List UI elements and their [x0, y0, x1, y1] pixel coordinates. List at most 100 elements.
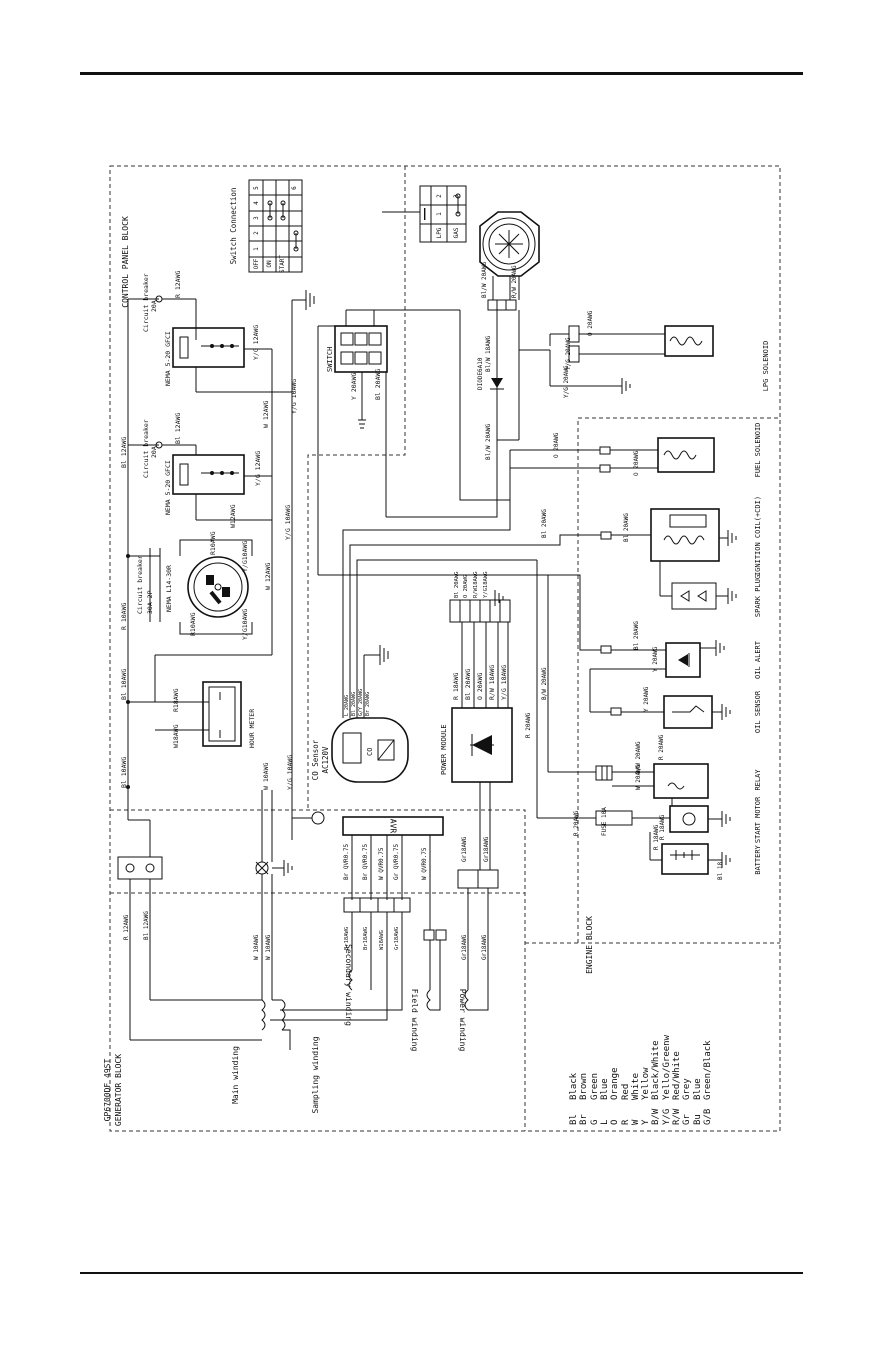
- svg-text:R 20AWG: R 20AWG: [573, 810, 580, 836]
- svg-text:Bl/W 20AWG: Bl/W 20AWG: [481, 261, 488, 298]
- svg-text:Y/G 10AWG: Y/G 10AWG: [286, 755, 294, 790]
- svg-text:Bl/W 20AWG: Bl/W 20AWG: [485, 423, 492, 460]
- svg-text:R 18AWG: R 18AWG: [659, 814, 666, 840]
- svg-text:R/W 18AWG: R/W 18AWG: [488, 665, 496, 700]
- svg-text:Bl: Bl: [569, 1114, 579, 1125]
- svg-text:Y/G10AWG: Y/G10AWG: [241, 609, 249, 640]
- svg-text:▬▬▬▬: ▬▬▬▬: [422, 208, 428, 220]
- generator-model-label: GP6700DF 49ST: [103, 1059, 112, 1122]
- svg-text:O 20AWG: O 20AWG: [633, 450, 640, 476]
- svg-text:O 20AWG: O 20AWG: [587, 310, 594, 336]
- svg-text:R 20AWG: R 20AWG: [525, 712, 532, 738]
- svg-text:Br QVR0.75: Br QVR0.75: [362, 843, 369, 880]
- svg-text:Black/White: Black/White: [651, 1040, 661, 1100]
- svg-text:Y 20AWG: Y 20AWG: [643, 686, 650, 712]
- gfci-outlet-1[interactable]: [172, 327, 245, 368]
- svg-text:Gr18AWG: Gr18AWG: [483, 836, 490, 862]
- svg-text:Black: Black: [569, 1072, 579, 1100]
- svg-text:R 20AWG: R 20AWG: [658, 734, 665, 760]
- svg-text:R/W: R/W: [672, 1108, 682, 1125]
- co-sensor: [331, 717, 409, 783]
- svg-text:Y 20AWG: Y 20AWG: [350, 373, 358, 400]
- color-legend: Bl Black Br Brown G Green L Blue O Orang…: [569, 1034, 713, 1125]
- svg-text:Y/G 12AWG: Y/G 12AWG: [252, 325, 260, 360]
- svg-text:Y/G 12AWG: Y/G 12AWG: [254, 451, 262, 486]
- svg-text:1: 1: [253, 247, 260, 251]
- lpg-solenoid: [664, 325, 714, 357]
- svg-text:NEMA L14-30R: NEMA L14-30R: [165, 565, 173, 612]
- svg-text:Bl 10AWG: Bl 10AWG: [120, 757, 128, 788]
- svg-text:6: 6: [291, 186, 298, 190]
- svg-text:Y/G: Y/G: [662, 1109, 672, 1125]
- svg-text:R 12AWG: R 12AWG: [123, 914, 130, 940]
- svg-text:SPARK PLUG: SPARK PLUG: [754, 575, 762, 617]
- svg-text:W18AWG: W18AWG: [379, 930, 385, 950]
- svg-text:O 20AWG: O 20AWG: [476, 673, 484, 700]
- footer-rule: [80, 1272, 803, 1274]
- svg-text:30A 2P: 30A 2P: [146, 590, 154, 614]
- svg-text:Bl 20AWG: Bl 20AWG: [541, 509, 548, 538]
- svg-text:W 10AWG: W 10AWG: [262, 763, 270, 790]
- secondary-winding-coil: [348, 912, 353, 991]
- svg-text:Grey: Grey: [682, 1078, 692, 1100]
- svg-text:FUEL SOLENOID: FUEL SOLENOID: [754, 423, 762, 478]
- svg-text:Bl 18: Bl 18: [717, 862, 724, 880]
- svg-text:R18AWG: R18AWG: [172, 688, 180, 712]
- svg-text:Blue: Blue: [600, 1078, 610, 1100]
- start-motor: [669, 805, 709, 833]
- wire-bundle-1: [318, 574, 601, 651]
- svg-text:Gr QVR0.75: Gr QVR0.75: [393, 843, 400, 880]
- diode: [491, 378, 503, 388]
- svg-text:GAS: GAS: [453, 227, 460, 238]
- svg-text:IGNITION COIL(+CDI): IGNITION COIL(+CDI): [754, 496, 762, 576]
- ignition-switch[interactable]: [334, 325, 388, 373]
- svg-text:ON: ON: [266, 260, 273, 268]
- svg-text:START MOTOR: START MOTOR: [754, 796, 762, 843]
- svg-text:Y/G10AWG: Y/G10AWG: [241, 541, 249, 572]
- svg-text:Bl 12AWG: Bl 12AWG: [120, 437, 128, 468]
- engine-block-label: ENGINE BLOCK: [585, 916, 594, 974]
- generator-block-border: [110, 809, 526, 1131]
- svg-text:Bl 20AWG: Bl 20AWG: [623, 513, 630, 542]
- svg-text:HOUR METER: HOUR METER: [248, 709, 256, 748]
- fuel-selector-switch: [479, 211, 540, 311]
- svg-text:R10AWG: R10AWG: [189, 612, 197, 636]
- svg-text:Orange: Orange: [610, 1067, 620, 1100]
- svg-text:CO Sensor: CO Sensor: [311, 739, 320, 780]
- svg-text:R10AWG: R10AWG: [209, 531, 217, 555]
- svg-text:Bl 20AWG: Bl 20AWG: [454, 572, 460, 599]
- svg-text:Circuit breaker: Circuit breaker: [136, 555, 144, 614]
- svg-text:Y/G 10AWG: Y/G 10AWG: [284, 505, 292, 540]
- svg-text:3: 3: [253, 216, 260, 220]
- svg-text:L: L: [600, 1120, 610, 1125]
- svg-text:NEMA 5-20 GFCI: NEMA 5-20 GFCI: [164, 331, 172, 386]
- svg-text:Bl 12AWG: Bl 12AWG: [174, 413, 182, 444]
- svg-text:Power winding: Power winding: [458, 989, 467, 1052]
- l14-30-outlet[interactable]: [187, 556, 249, 618]
- main-winding-coil: [261, 999, 266, 1031]
- svg-text:Y/G 20AWG: Y/G 20AWG: [565, 337, 572, 370]
- hour-meter: [202, 681, 242, 747]
- svg-text:AC120V: AC120V: [321, 746, 330, 774]
- svg-text:W18AWG: W18AWG: [172, 724, 180, 748]
- svg-text:OIL ALERT: OIL ALERT: [754, 640, 762, 679]
- svg-text:Gr: Gr: [682, 1114, 692, 1125]
- svg-text:Gr18AWG: Gr18AWG: [461, 836, 468, 862]
- power-winding-coil: [464, 989, 489, 1011]
- svg-text:AVR: AVR: [389, 819, 398, 834]
- svg-text:2: 2: [253, 231, 260, 235]
- relay: [653, 763, 709, 799]
- svg-text:Red/White: Red/White: [672, 1051, 682, 1100]
- svg-text:Br 20AWG: Br 20AWG: [365, 692, 371, 716]
- svg-text:O 20AWG: O 20AWG: [463, 575, 469, 598]
- svg-text:Blue: Blue: [693, 1078, 703, 1100]
- gfci-outlet-2[interactable]: [172, 454, 245, 495]
- svg-text:W 20AWG: W 20AWG: [635, 764, 642, 790]
- svg-text:Y/G 10AWG: Y/G 10AWG: [290, 379, 298, 414]
- svg-text:Green/Black: Green/Black: [703, 1040, 713, 1100]
- svg-text:RELAY: RELAY: [754, 769, 762, 791]
- svg-text:NEMA 5-20 GFCI: NEMA 5-20 GFCI: [164, 460, 172, 515]
- svg-text:Br QVR0.75: Br QVR0.75: [343, 843, 350, 880]
- svg-text:Yello/Greenw: Yello/Greenw: [662, 1034, 672, 1100]
